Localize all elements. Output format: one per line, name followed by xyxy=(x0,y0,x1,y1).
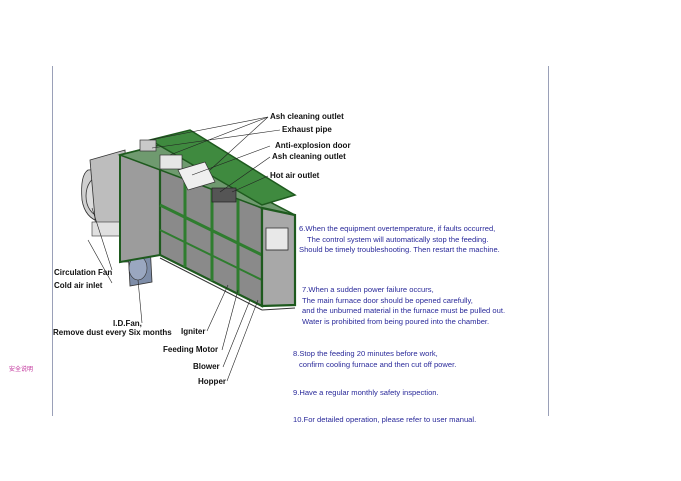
note-9-line-1: 9.Have a regular monthly safety inspecti… xyxy=(293,388,439,397)
label-id-fan: I.D.Fan, xyxy=(113,319,142,328)
note-7-line-2: The main furnace door should be opened c… xyxy=(302,295,473,305)
label-anti-explosion-door: Anti-explosion door xyxy=(275,141,351,150)
note-7-line-1: 7.When a sudden power failure occurs, xyxy=(302,285,434,294)
label-hot-air-outlet: Hot air outlet xyxy=(270,171,320,180)
note-8-line-1: 8.Stop the feeding 20 minutes before wor… xyxy=(293,349,438,358)
note-7-line-4: Water is prohibited from being poured in… xyxy=(302,316,490,326)
label-remove-dust: Remove dust every Six months xyxy=(53,328,172,337)
label-ash-cleaning-outlet-1: Ash cleaning outlet xyxy=(270,112,344,121)
left-border-line xyxy=(52,66,53,416)
note-6-line-1: 6.When the equipment overtemperature, if… xyxy=(299,224,496,233)
label-cold-air-inlet: Cold air inlet xyxy=(54,281,103,290)
note-10-line-1: 10.For detailed operation, please refer … xyxy=(293,415,477,424)
note-8-line-2: confirm cooling furnace and then cut off… xyxy=(299,359,457,369)
note-6-line-3: Should be timely troubleshooting. Then r… xyxy=(299,245,500,254)
note-6: 6.When the equipment overtemperature, if… xyxy=(299,224,500,256)
note-8: 8.Stop the feeding 20 minutes before wor… xyxy=(293,349,456,370)
label-ash-cleaning-outlet-2: Ash cleaning outlet xyxy=(272,152,346,161)
right-border-line xyxy=(548,66,549,416)
note-10: 10.For detailed operation, please refer … xyxy=(293,415,476,426)
label-feeding-motor: Feeding Motor xyxy=(163,345,219,354)
note-7-line-3: and the unburned material in the furnace… xyxy=(302,306,506,315)
label-blower: Blower xyxy=(193,362,220,371)
label-exhaust-pipe: Exhaust pipe xyxy=(282,125,332,134)
label-hopper: Hopper xyxy=(198,377,226,386)
note-7: 7.When a sudden power failure occurs, Th… xyxy=(302,285,505,327)
note-6-line-2: The control system will automatically st… xyxy=(307,234,489,244)
note-9: 9.Have a regular monthly safety inspecti… xyxy=(293,388,439,399)
label-igniter: Igniter xyxy=(181,327,206,336)
side-note: 安全说明 xyxy=(9,366,34,373)
label-circulation-fan: Circulation Fan xyxy=(54,268,113,277)
